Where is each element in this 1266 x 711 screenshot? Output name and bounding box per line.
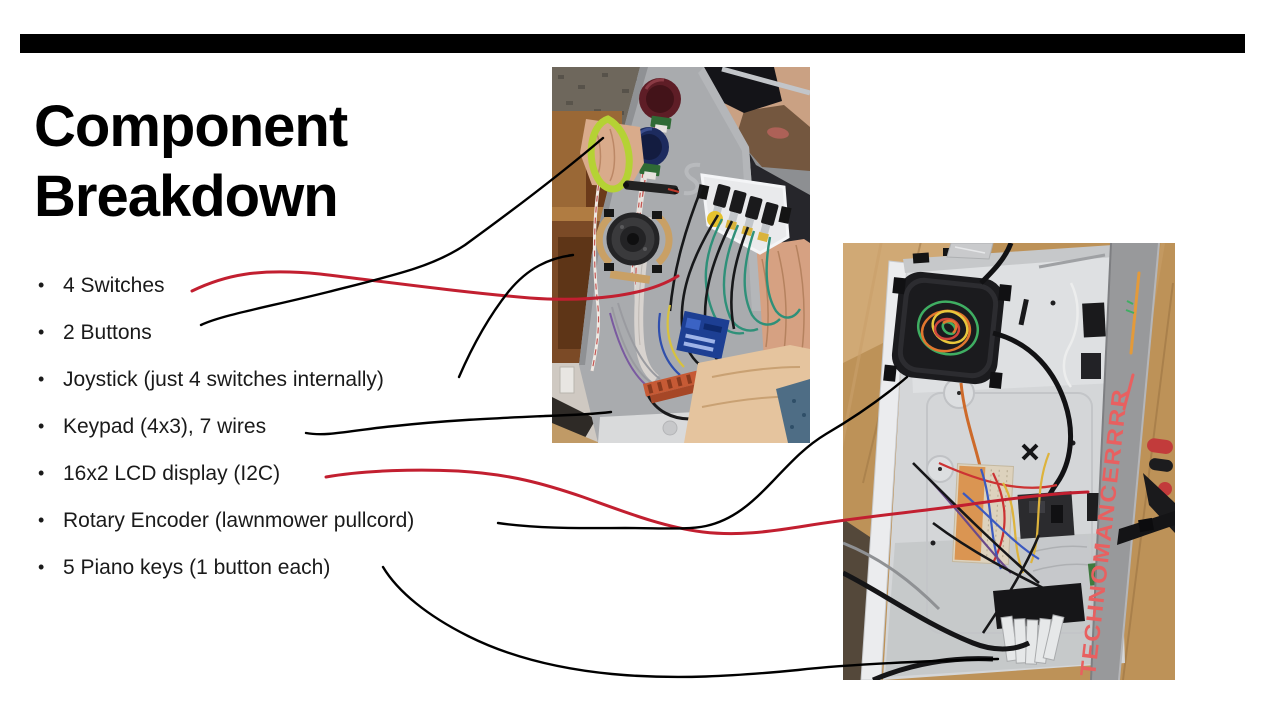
bullet-icon: • xyxy=(38,510,45,530)
photo-control-panel xyxy=(552,67,810,443)
piano-keys xyxy=(993,583,1085,665)
bullet-text-switches: 4 Switches xyxy=(63,273,165,297)
black-bar-part xyxy=(623,180,680,195)
list-item: • 2 Buttons xyxy=(38,309,538,356)
sunglasses-icon xyxy=(698,67,810,113)
bullet-icon: • xyxy=(38,557,45,577)
bullet-icon: • xyxy=(38,369,45,389)
list-item: • 16x2 LCD display (I2C) xyxy=(38,450,538,497)
list-item: • 5 Piano keys (1 button each) xyxy=(38,544,538,591)
red-arcade-button xyxy=(639,78,681,133)
photo-chassis: TECHNOMANCERRRR xyxy=(843,243,1175,680)
bullet-icon: • xyxy=(38,463,45,483)
bullet-text-joystick: Joystick (just 4 switches internally) xyxy=(63,367,384,391)
photo-control-panel-graphic xyxy=(552,67,810,443)
foil-scrap xyxy=(946,243,994,260)
pullcord-housing xyxy=(883,271,1012,389)
switch-row xyxy=(696,173,792,255)
bullet-icon: • xyxy=(38,322,45,342)
bullet-list: • 4 Switches • 2 Buttons • Joystick (jus… xyxy=(38,262,538,591)
bullet-text-rotary: Rotary Encoder (lawnmower pullcord) xyxy=(63,508,415,532)
bullet-text-keypad: Keypad (4x3), 7 wires xyxy=(63,414,267,438)
list-item: • Joystick (just 4 switches internally) xyxy=(38,356,538,403)
bullet-icon: • xyxy=(38,416,45,436)
title-line-2: Breakdown xyxy=(34,164,339,229)
photo-chassis-graphic: TECHNOMANCERRRR xyxy=(843,243,1175,680)
strap xyxy=(1117,511,1175,545)
rubber-band-spiral xyxy=(917,300,979,356)
microcontroller-board xyxy=(676,310,730,360)
page-title: Component Breakdown xyxy=(34,92,348,232)
right-hand xyxy=(748,239,810,373)
bullet-text-lcd: 16x2 LCD display (I2C) xyxy=(63,461,281,485)
list-item: • Keypad (4x3), 7 wires xyxy=(38,403,538,450)
side-rail xyxy=(1090,243,1160,680)
bullet-text-buttons: 2 Buttons xyxy=(63,320,152,344)
list-item: • 4 Switches xyxy=(38,262,538,309)
bullet-text-piano: 5 Piano keys (1 button each) xyxy=(63,555,331,579)
top-accent-bar xyxy=(20,34,1245,53)
title-line-1: Component xyxy=(34,94,348,159)
list-item: • Rotary Encoder (lawnmower pullcord) xyxy=(38,497,538,544)
bullet-icon: • xyxy=(38,275,45,295)
